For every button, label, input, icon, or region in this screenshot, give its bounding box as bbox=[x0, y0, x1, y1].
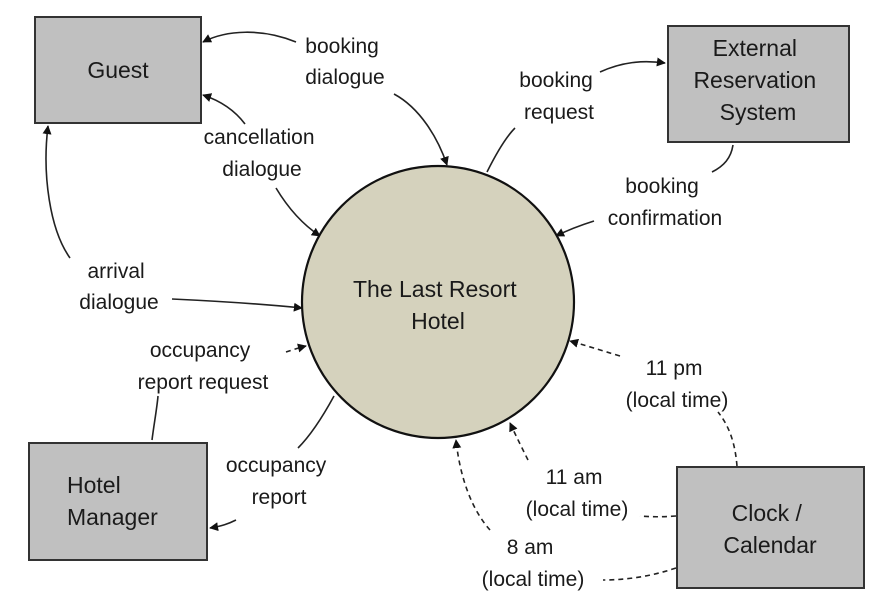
time-8am-line-from-clock bbox=[602, 567, 677, 581]
flow-label-occupancy-report-request: occupancy report request bbox=[138, 339, 269, 394]
entity-external-reservation-system: External Reservation System bbox=[667, 25, 850, 143]
process-circle bbox=[300, 164, 576, 440]
connectors bbox=[42, 31, 738, 581]
booking-request-line-from-hotel bbox=[486, 127, 516, 173]
flow-label-time-11pm: 11 pm (local time) bbox=[626, 357, 729, 412]
arrival-dialogue-arrow-to-hotel bbox=[171, 298, 303, 312]
flow-label-booking-dialogue: booking dialogue bbox=[305, 35, 384, 89]
process-the-last-resort-hotel: The Last Resort Hotel bbox=[300, 164, 576, 440]
booking-confirmation-arrow-to-hotel bbox=[555, 220, 595, 237]
booking-dialogue-arrow-to-hotel bbox=[393, 93, 449, 166]
entity-box bbox=[676, 466, 865, 589]
entity-hotel-manager: Hotel Manager bbox=[28, 442, 208, 561]
time-11am-line-from-clock bbox=[639, 515, 677, 518]
entity-guest: Guest bbox=[34, 16, 202, 124]
entity-clock-calendar: Clock / Calendar bbox=[676, 466, 865, 589]
occupancy-report-request-arrow-to-hotel bbox=[285, 343, 307, 353]
entity-box bbox=[667, 25, 850, 143]
arrival-dialogue-arrow-to-guest bbox=[42, 125, 71, 259]
flow-label-time-11am: 11 am (local time) bbox=[526, 466, 629, 521]
process-label: The Last Resort Hotel bbox=[353, 276, 523, 334]
flow-label-arrival-dialogue: arrival dialogue bbox=[79, 260, 158, 314]
entity-box bbox=[34, 16, 202, 124]
cancellation-dialogue-arrow-to-guest bbox=[202, 93, 246, 125]
flow-labels: booking dialogue cancellation dialogue a… bbox=[79, 35, 728, 591]
entity-label: External Reservation System bbox=[693, 35, 822, 125]
booking-confirmation-line-from-ers bbox=[711, 144, 734, 173]
time-11pm-line-from-clock bbox=[717, 411, 738, 467]
occupancy-report-line-from-hotel bbox=[297, 395, 335, 449]
flow-label-cancellation-dialogue: cancellation dialogue bbox=[204, 126, 321, 181]
time-8am-arrow-to-hotel bbox=[452, 439, 491, 531]
occupancy-report-request-line-from-manager bbox=[151, 395, 159, 441]
time-11am-arrow-to-hotel bbox=[509, 422, 529, 461]
entity-label: Hotel Manager bbox=[67, 472, 158, 530]
flow-label-booking-request: booking request bbox=[519, 69, 598, 124]
flow-label-booking-confirmation: booking confirmation bbox=[608, 175, 722, 230]
flow-label-occupancy-report: occupancy report bbox=[226, 454, 332, 509]
booking-request-arrow-to-ers bbox=[599, 57, 666, 73]
cancellation-dialogue-arrow-to-hotel bbox=[275, 187, 321, 237]
booking-dialogue-arrow-to-guest bbox=[202, 31, 297, 43]
flow-label-time-8am: 8 am (local time) bbox=[482, 536, 585, 591]
entity-label: Clock / Calendar bbox=[723, 500, 817, 558]
occupancy-report-arrow-to-manager bbox=[209, 519, 237, 532]
time-11pm-arrow-to-hotel bbox=[569, 338, 621, 357]
entity-box bbox=[28, 442, 208, 561]
entity-label: Guest bbox=[87, 57, 149, 83]
